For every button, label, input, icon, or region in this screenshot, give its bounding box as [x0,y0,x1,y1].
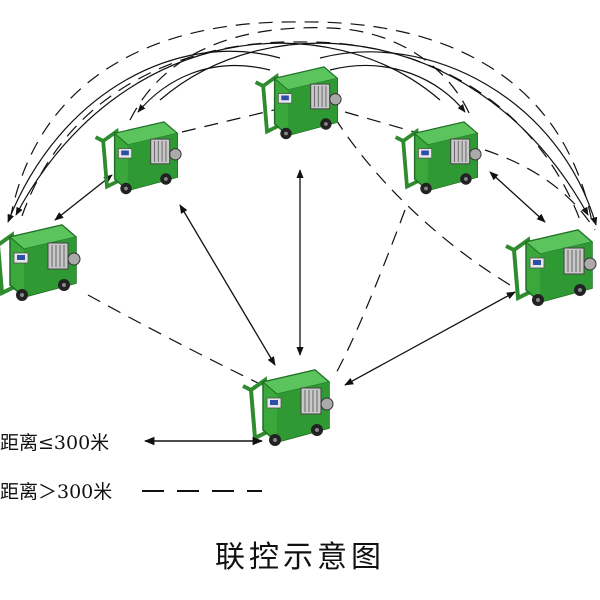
arc-right-farleft [16,43,440,215]
machine-far-right [506,230,596,306]
legend-solid-label: 距离≤300米 [0,428,109,455]
link-farleft-left [55,175,112,220]
diagram-title: 联控示意图 [0,532,600,576]
arc-left-farright [160,43,588,215]
link-farright-bottom [345,292,515,385]
machine-right [396,122,482,194]
machine-bottom-center [243,370,333,446]
dashed-link-leftmid-bottom [335,210,405,375]
link-left-bottom [180,205,275,365]
solid-arcs [8,43,596,225]
link-right-farright [490,172,545,222]
dashed-link-top-right [345,112,425,135]
dashed-link-farleft-bottom [88,295,262,385]
machine-left [96,122,182,194]
solid-links [55,170,545,385]
machine-top-center [256,67,342,139]
legend-dashed-label: 距离＞300米 [0,477,112,504]
machine-far-left [0,225,80,301]
